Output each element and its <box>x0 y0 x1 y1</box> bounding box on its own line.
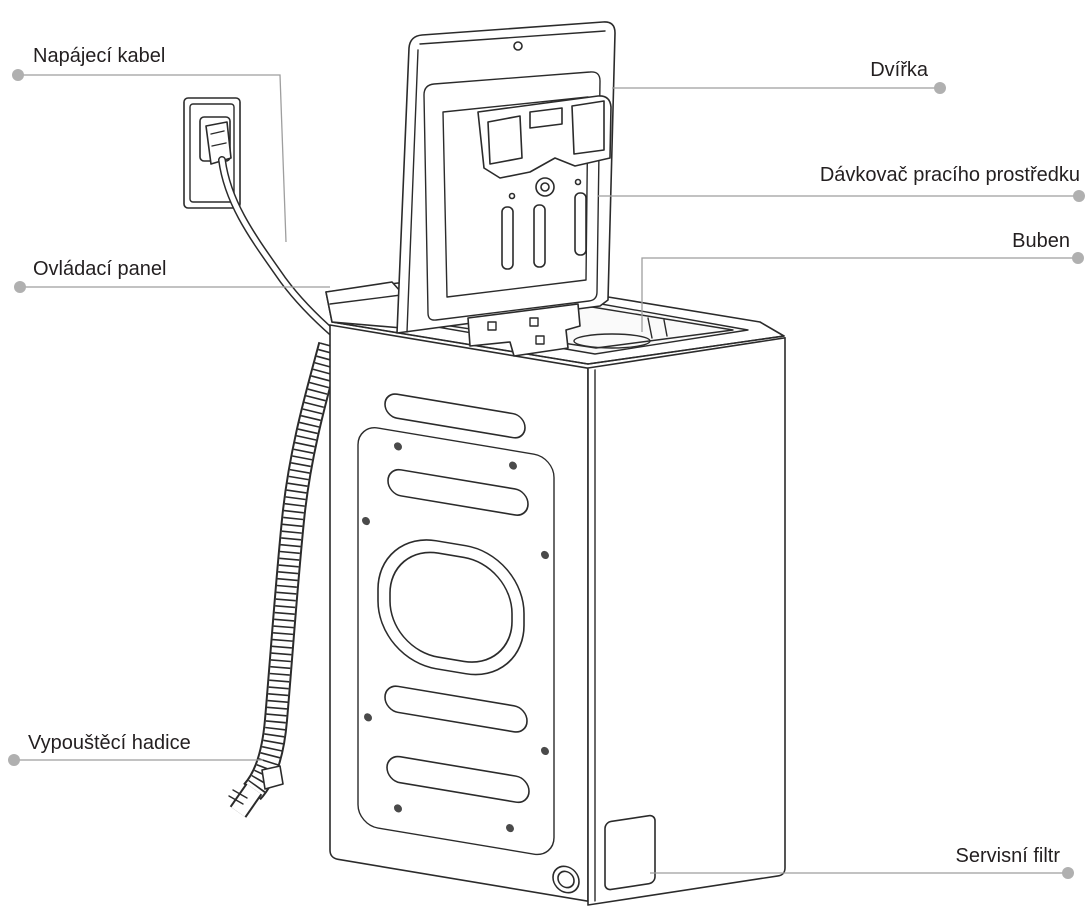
label-detergent-dispenser: Dávkovač pracího prostředku <box>820 164 1080 186</box>
vent-slot-3 <box>384 685 528 733</box>
hose-fitting-lines <box>228 789 248 805</box>
power-cable <box>218 156 338 338</box>
lid-inner-frame <box>423 71 601 321</box>
vent-slot-2 <box>387 468 529 516</box>
hinge-hole <box>535 335 545 345</box>
lid-hinge-plate <box>467 303 581 357</box>
detergent-dispenser <box>477 95 612 270</box>
callout-dot <box>1073 190 1085 202</box>
callout-dot <box>1072 252 1084 264</box>
callout-power-cable: Napájecí kabel <box>12 45 287 243</box>
screw <box>362 516 370 526</box>
label-door: Dvířka <box>870 59 929 81</box>
dispenser-compartment-right <box>571 100 605 155</box>
lid-thickness-lines <box>406 30 606 333</box>
callout-drum: Buben <box>641 230 1084 332</box>
lid <box>396 21 616 334</box>
dispenser-slot <box>533 204 546 268</box>
hinge-hole <box>529 317 539 327</box>
hinge-plate <box>467 303 581 357</box>
screw <box>509 461 517 470</box>
label-drain-hose: Vypouštěcí hadice <box>28 732 191 754</box>
screw <box>541 550 549 560</box>
screw <box>506 824 514 833</box>
label-control-panel: Ovládací panel <box>33 258 166 280</box>
dispenser-mark <box>574 178 582 186</box>
wall-outlet <box>183 97 241 209</box>
dispenser-slot <box>574 192 587 256</box>
label-power-cable: Napájecí kabel <box>33 45 165 67</box>
callout-service-filter: Servisní filtr <box>650 845 1074 879</box>
leader-line <box>18 74 287 243</box>
drain-cap-inner <box>557 870 575 889</box>
top-rim-edge <box>331 321 785 365</box>
lid-recess <box>442 96 589 298</box>
cabinet-right-face <box>587 337 786 906</box>
callout-dot <box>1062 867 1074 879</box>
dispenser-compartment-left <box>487 115 523 165</box>
screw <box>394 804 402 813</box>
access-panel <box>357 427 555 856</box>
leader-line <box>641 257 1078 332</box>
control-panel-edge <box>329 294 402 305</box>
screw <box>541 746 549 756</box>
oval-window-inner <box>389 551 513 663</box>
drum-ribs <box>647 317 668 339</box>
callout-dot <box>14 281 26 293</box>
dispenser-slot <box>501 206 514 270</box>
dispenser-knob-center <box>540 182 550 192</box>
screw <box>394 442 402 451</box>
callout-dot <box>8 754 20 766</box>
lid-hinge-mark <box>513 41 523 51</box>
callout-detergent-dispenser: Dávkovač pracího prostředku <box>598 164 1085 202</box>
vent-slot-4 <box>386 755 530 804</box>
drum-ring <box>573 333 651 349</box>
service-filter-cover <box>604 814 656 891</box>
screw <box>364 713 372 722</box>
control-panel-housing <box>325 281 403 329</box>
callout-drain-hose: Vypouštěcí hadice <box>8 732 263 766</box>
drain-hose <box>228 341 342 818</box>
dispenser-compartment-center <box>529 107 563 129</box>
hinge-hole <box>487 321 497 331</box>
cabinet-left-face <box>329 324 589 902</box>
outlet-plate-inner <box>189 103 235 203</box>
hose-clamp <box>261 765 284 790</box>
dispenser-mark <box>508 192 516 200</box>
label-drum: Buben <box>1012 230 1070 252</box>
callout-dot <box>934 82 946 94</box>
vent-slot-1 <box>384 393 526 439</box>
callout-control-panel: Ovládací panel <box>14 258 330 293</box>
label-service-filter: Servisní filtr <box>956 845 1061 867</box>
callout-dot <box>12 69 24 81</box>
plug-head <box>205 121 232 165</box>
plug-grip-lines <box>210 130 227 147</box>
callout-door: Dvířka <box>612 59 946 94</box>
